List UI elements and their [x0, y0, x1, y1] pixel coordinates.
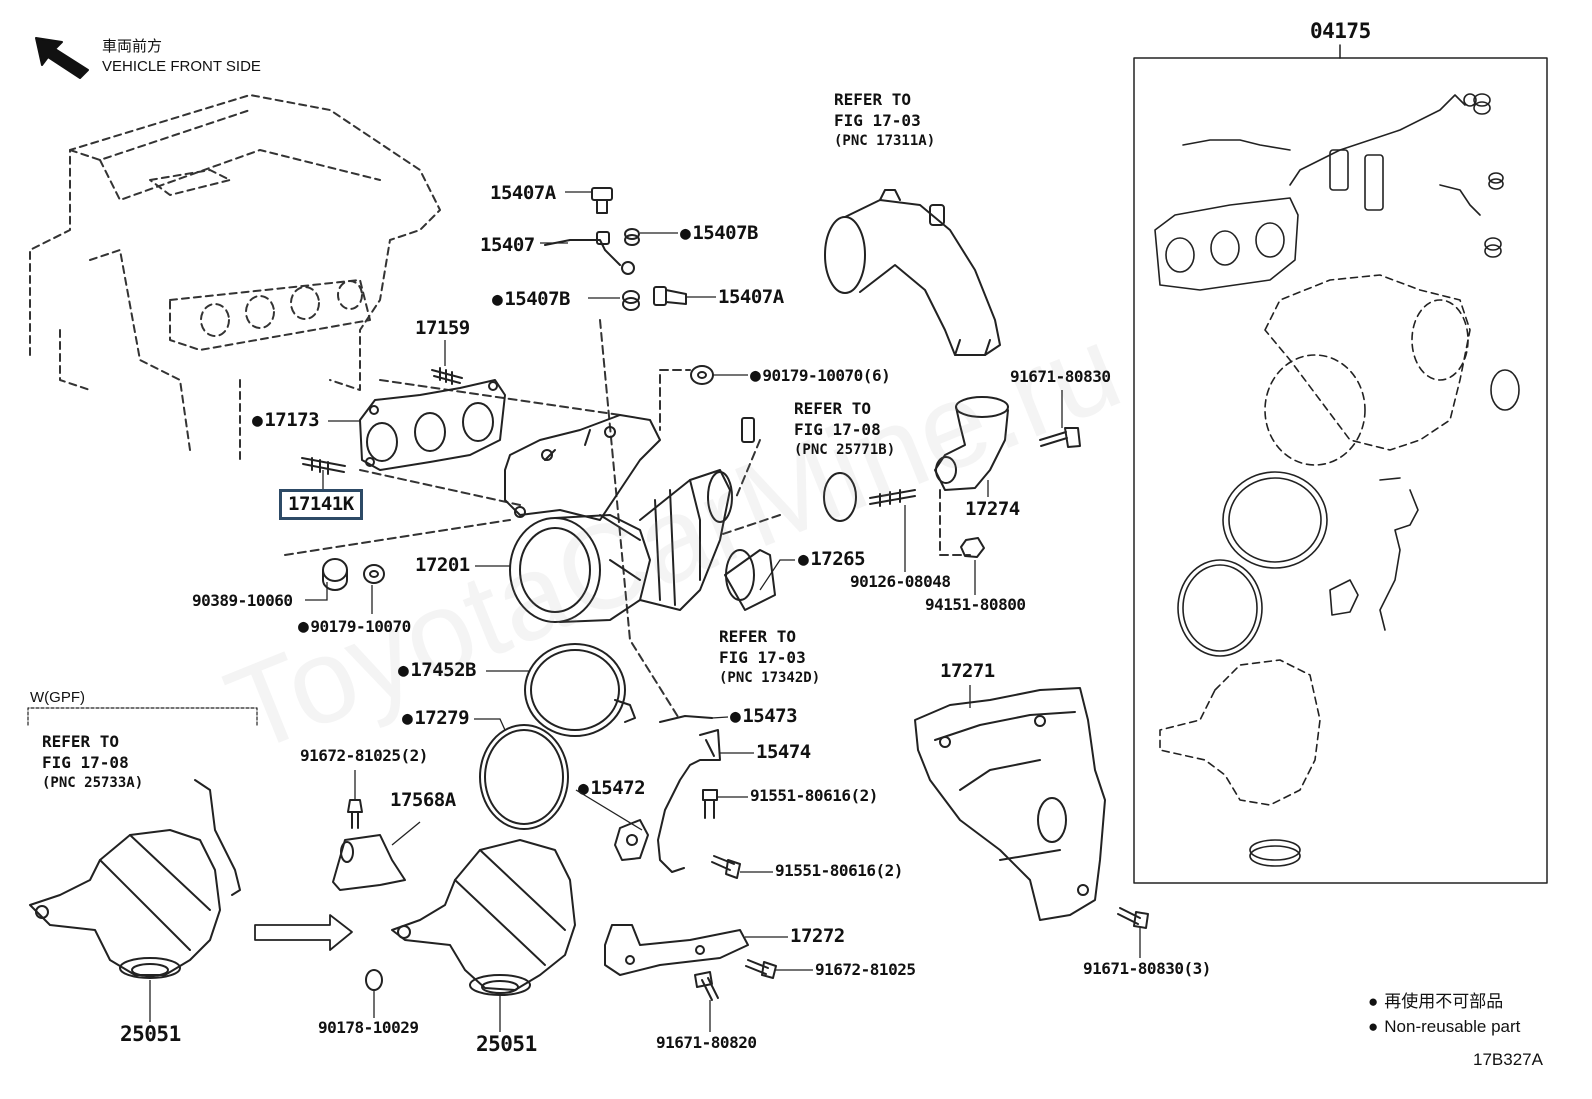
gasket-15407B-b — [622, 290, 640, 311]
part-91671-80820[interactable]: 91671-80820 — [656, 1033, 757, 1052]
bolt-91671-80830-3 — [1117, 907, 1149, 929]
catalytic-converter-right — [391, 839, 576, 996]
bracket-17568A — [332, 834, 406, 891]
gasket-17279 — [479, 724, 569, 830]
sensor-plug — [741, 417, 755, 443]
part-17141K[interactable]: 17141K — [279, 489, 363, 520]
intake-pipe — [824, 189, 1001, 356]
part-17201[interactable]: 17201 — [415, 554, 470, 576]
part-15407A-right[interactable]: 15407A — [718, 286, 784, 308]
part-25051-right[interactable]: 25051 — [476, 1032, 537, 1056]
part-17279[interactable]: 17279 — [402, 709, 469, 728]
bullet-icon: ● — [1368, 992, 1379, 1011]
part-17265[interactable]: 17265 — [798, 550, 865, 569]
part-90178-10029[interactable]: 90178-10029 — [318, 1018, 419, 1037]
part-15474[interactable]: 15474 — [756, 741, 811, 763]
ref-hose[interactable]: REFER TO FIG 17-03 (PNC 17342D) — [719, 627, 821, 686]
part-91551-80616-a[interactable]: 91551-80616(2) — [750, 786, 878, 805]
part-90126-08048[interactable]: 90126-08048 — [850, 572, 951, 591]
gpf-bracket — [27, 707, 258, 726]
stud-17141K — [301, 457, 346, 475]
vehicle-front-arrow-icon — [35, 37, 89, 79]
assembly-box — [1133, 57, 1548, 884]
nut-90178 — [365, 969, 383, 991]
bolt-91672-81025-2 — [347, 799, 363, 829]
bracket-15473 — [659, 715, 713, 723]
figure-code: 17B327A — [1473, 1050, 1543, 1069]
ref-intake-pipe[interactable]: REFER TO FIG 17-03 (PNC 17311A) — [834, 90, 936, 149]
part-17271[interactable]: 17271 — [940, 660, 995, 682]
clamp-17452B — [524, 643, 636, 737]
part-91672-81025[interactable]: 91672-81025 — [815, 960, 916, 979]
transition-arrow-icon — [254, 914, 353, 951]
manifold-gasket — [359, 379, 506, 471]
part-25051-left[interactable]: 25051 — [120, 1022, 181, 1046]
nut-90389 — [322, 558, 348, 591]
clamp-17265 — [823, 472, 857, 522]
part-94151-80800[interactable]: 94151-80800 — [925, 595, 1026, 614]
nut-90179-6 — [690, 365, 714, 385]
bolt-91551-b — [711, 855, 741, 879]
bolt-91671-80820 — [694, 971, 719, 1001]
outlet-elbow — [934, 396, 1009, 491]
part-91672-81025-2[interactable]: 91672-81025(2) — [300, 746, 428, 765]
part-17452B[interactable]: 17452B — [398, 661, 476, 680]
part-91551-80616-b[interactable]: 91551-80616(2) — [775, 861, 903, 880]
part-90179-10070-6[interactable]: 90179-10070(6) — [750, 367, 890, 385]
engine-block — [29, 94, 441, 461]
part-15407A-top[interactable]: 15407A — [490, 182, 556, 204]
part-15407B-left[interactable]: 15407B — [492, 290, 570, 309]
direction-en: VEHICLE FRONT SIDE — [102, 57, 261, 75]
part-17272[interactable]: 17272 — [790, 925, 845, 947]
part-17568A[interactable]: 17568A — [390, 789, 456, 811]
nut-94151 — [960, 537, 985, 558]
part-15473[interactable]: 15473 — [730, 707, 797, 726]
oil-pipe — [544, 231, 635, 275]
heat-insulator — [914, 687, 1106, 921]
part-17173[interactable]: 17173 — [252, 411, 319, 430]
part-17274[interactable]: 17274 — [965, 498, 1020, 520]
part-90179-10070[interactable]: 90179-10070 — [298, 618, 411, 636]
nut-90179 — [363, 564, 385, 584]
legend-row-en: ●Non-reusable part — [1368, 1016, 1521, 1036]
part-15472[interactable]: 15472 — [578, 779, 645, 798]
union-bolt-top — [591, 187, 613, 214]
part-17159[interactable]: 17159 — [415, 317, 470, 339]
bolt-91671-80830 — [1039, 427, 1081, 448]
part-15407[interactable]: 15407 — [480, 234, 535, 256]
bolt-91672-81025 — [745, 959, 777, 979]
part-91671-80830-3[interactable]: 91671-80830(3) — [1083, 959, 1211, 978]
gasket-15407B-a — [624, 228, 640, 246]
hose — [724, 549, 776, 611]
vehicle-front-note: 車両前方 VEHICLE FRONT SIDE — [102, 37, 261, 76]
direction-jp: 車両前方 — [102, 38, 163, 55]
catalytic-converter-left — [29, 779, 241, 979]
assembly-number[interactable]: 04175 — [1310, 19, 1371, 43]
union-bolt-right — [653, 286, 687, 306]
bracket-17272 — [604, 924, 749, 976]
gasket-15472 — [614, 819, 649, 861]
assembly-contents — [1154, 93, 1520, 867]
legend-row-jp: ●再使用不可部品 — [1368, 992, 1504, 1011]
stud-17159 — [431, 367, 463, 385]
bullet-icon: ● — [1368, 1016, 1379, 1036]
part-90389-10060[interactable]: 90389-10060 — [192, 591, 293, 610]
ref-gpf[interactable]: REFER TO FIG 17-08 (PNC 25733A) — [42, 732, 144, 791]
turbocharger — [504, 414, 733, 623]
pipe-15474 — [657, 729, 721, 873]
part-91671-80830[interactable]: 91671-80830 — [1010, 367, 1111, 386]
ref-sensor[interactable]: REFER TO FIG 17-08 (PNC 25771B) — [794, 399, 896, 458]
bolt-91551-a — [702, 789, 718, 819]
gpf-label: W(GPF) — [30, 689, 85, 706]
part-15407B-right[interactable]: 15407B — [680, 224, 758, 243]
legend: ●再使用不可部品 ●Non-reusable part — [1368, 990, 1520, 1039]
stud-90126 — [869, 489, 916, 507]
